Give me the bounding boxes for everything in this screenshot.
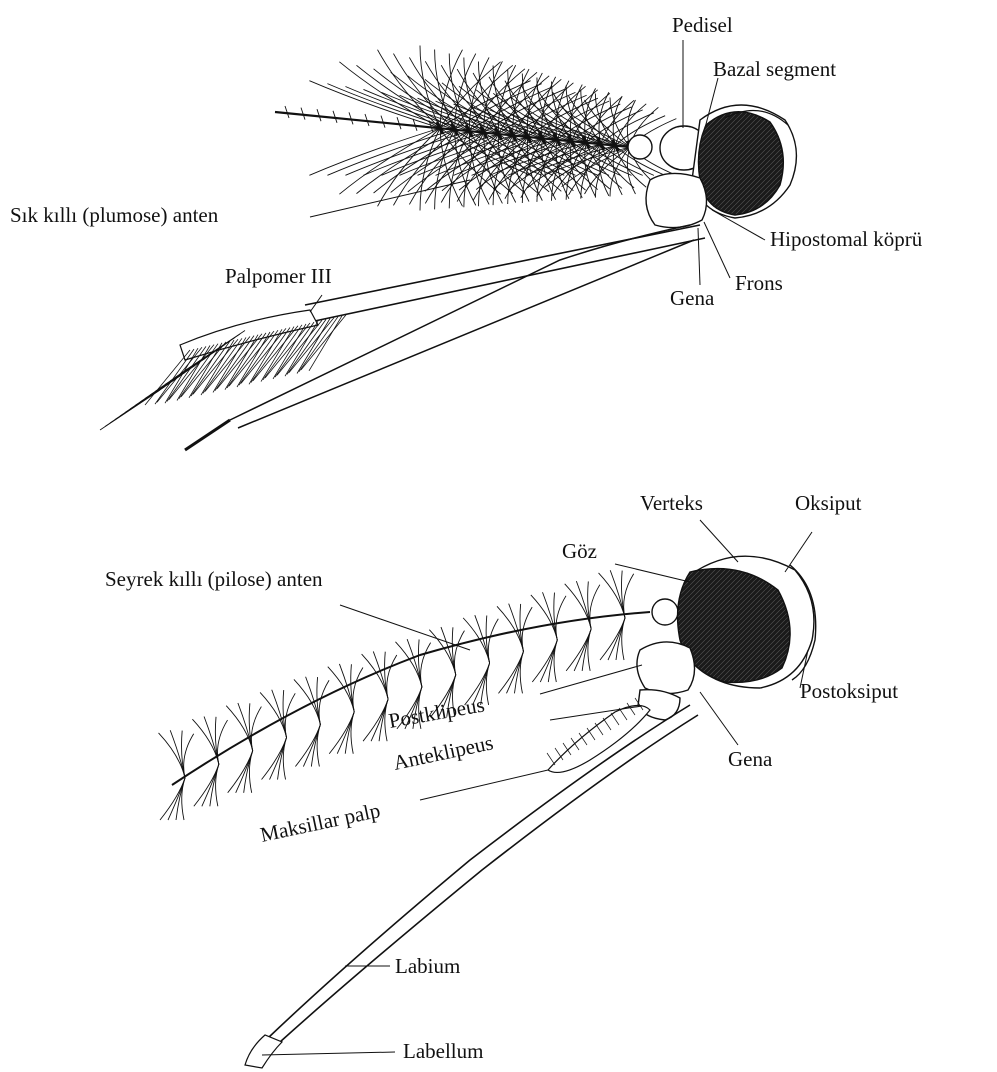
- pilose-hair: [488, 619, 498, 663]
- pilose-hair: [194, 764, 219, 806]
- pilose-hair: [218, 720, 228, 764]
- pilose-hair: [588, 581, 591, 628]
- top-specimen: [100, 40, 796, 450]
- label-palpomer-iii: Palpomer III: [225, 264, 332, 288]
- label-anteklipeus: Anteklipeus: [391, 730, 495, 775]
- top-proboscis: [305, 225, 705, 322]
- plumose-hair: [420, 128, 440, 211]
- pilose-hair: [182, 731, 185, 778]
- pilose-hair: [385, 652, 388, 699]
- plumose-hair: [327, 129, 454, 175]
- pilose-hair: [363, 699, 388, 741]
- pilose-hair: [520, 604, 523, 651]
- label-oksiput: Oksiput: [795, 491, 862, 515]
- pilose-hair: [532, 640, 557, 682]
- palp-hair: [145, 350, 190, 405]
- pilose-hair: [319, 680, 329, 724]
- pilose-hair: [262, 738, 287, 780]
- pilose-hair: [600, 618, 625, 660]
- label-maksillar-palp: Maksillar palp: [258, 798, 382, 847]
- bottom-specimen: [159, 520, 816, 1068]
- top-clypeus: [646, 173, 707, 227]
- pilose-hair: [260, 692, 286, 737]
- pilose-hair: [452, 627, 455, 674]
- pilose-hair: [566, 629, 591, 671]
- pilose-hair: [624, 574, 634, 618]
- pilose-hair: [418, 639, 421, 686]
- pilose-hair: [294, 679, 320, 724]
- bottom-pedicel: [652, 599, 678, 625]
- labium-lower-edge: [280, 715, 698, 1042]
- label-pilose-anten: Seyrek kıllı (pilose) anten: [105, 567, 323, 591]
- plumose-hair: [339, 128, 440, 194]
- pilose-hair: [226, 706, 252, 751]
- pilose-hair: [351, 664, 354, 711]
- label-bazal-segment: Bazal segment: [713, 57, 836, 81]
- label-goz: Göz: [562, 539, 597, 563]
- pilose-hair: [329, 712, 354, 754]
- label-postoksiput: Postoksiput: [800, 679, 898, 703]
- pilose-hair: [556, 596, 566, 640]
- label-hipostomal-kopru: Hipostomal köprü: [770, 227, 923, 251]
- maxpalp-hair: [547, 753, 555, 765]
- label-postklipeus: Postklipeus: [387, 692, 487, 732]
- pilose-hair: [249, 703, 252, 750]
- pilose-hair: [622, 571, 625, 618]
- pilose-hair: [454, 631, 464, 675]
- label-gena-bottom: Gena: [728, 747, 773, 771]
- pilose-hair: [387, 655, 397, 699]
- pilose-hair: [590, 585, 600, 629]
- pilose-hair: [283, 690, 286, 737]
- pilose-hair: [228, 751, 253, 793]
- label-labium: Labium: [395, 954, 460, 978]
- pilose-hair: [295, 725, 320, 767]
- pedicel: [628, 135, 652, 159]
- label-pedisel: Pedisel: [672, 13, 733, 37]
- pilose-hair: [554, 593, 557, 640]
- label-labellum: Labellum: [403, 1039, 483, 1063]
- pilose-antenna-hairs: [159, 570, 634, 820]
- pilose-hair: [159, 733, 185, 778]
- label-gena-top: Gena: [670, 286, 715, 310]
- pilose-hair: [353, 668, 363, 712]
- pilose-hair: [251, 707, 261, 751]
- pilose-hair: [421, 643, 431, 687]
- top-palp-tip: [185, 420, 230, 450]
- pilose-hair: [486, 616, 489, 663]
- maxillary-palp: [548, 705, 650, 772]
- label-plumose-anten: Sık kıllı (plumose) anten: [10, 203, 219, 227]
- label-verteks: Verteks: [640, 491, 703, 515]
- palpomer-iii-segment: [180, 310, 318, 360]
- bottom-postclypeus: [637, 642, 695, 694]
- labellum: [245, 1035, 282, 1068]
- pilose-hair: [531, 595, 557, 640]
- pilose-hair: [498, 651, 523, 693]
- pilose-hair: [497, 606, 523, 651]
- pilose-hair: [429, 630, 455, 675]
- pilose-hair: [599, 573, 625, 618]
- pilose-hair: [395, 642, 421, 687]
- label-frons: Frons: [735, 271, 783, 295]
